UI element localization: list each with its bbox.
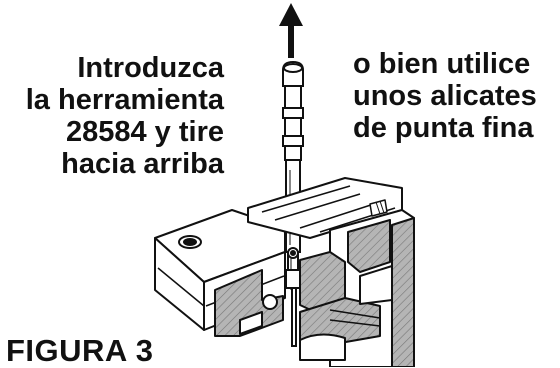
instruction-left-line-4: hacia arriba (61, 148, 224, 180)
tool-tip (287, 247, 299, 259)
instruction-right-line-1: o bien utilice (353, 48, 531, 80)
carburetor-body (154, 177, 415, 367)
instruction-left-line-2: la herramienta (25, 84, 224, 116)
instruction-left-line-3: 28584 y tire (65, 116, 224, 148)
instruction-right-line-3: de punta fina (353, 112, 534, 144)
figure-label: FIGURA 3 (6, 333, 154, 368)
instruction-left: Introduzca la herramienta 28584 y tire h… (26, 52, 224, 180)
pull-up-arrow-icon (279, 3, 303, 58)
instruction-left-line-1: Introduzca (77, 52, 224, 84)
instruction-right-line-2: unos alicates (353, 80, 537, 112)
instruction-right: o bien utilice unos alicates de punta fi… (353, 48, 537, 144)
